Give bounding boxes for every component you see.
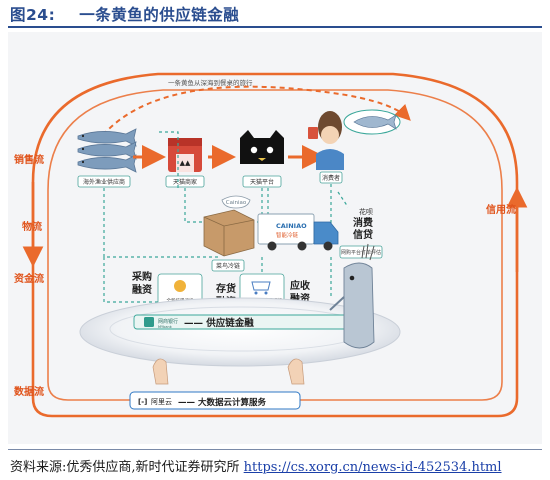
finance-procurement-2: 融资	[132, 283, 152, 296]
flow-label-logistics: 物流	[22, 220, 42, 233]
bank-logo-sub: MYbank	[158, 325, 173, 329]
hands-icon	[152, 358, 305, 385]
finance-inventory-1: 存货	[216, 282, 236, 295]
bottom-label: —— 大数据云计算服务	[178, 397, 266, 408]
box-tag: Cainiao	[226, 200, 247, 206]
aliyun-logo-bracket: [-]	[138, 398, 147, 406]
platform-box	[242, 175, 282, 188]
source-line: 资料来源:优秀供应商,新时代证券研究所 https://cs.xorg.cn/n…	[10, 456, 502, 475]
flow-label-funds: 资金流	[14, 272, 44, 285]
flow-label-sales: 销售流	[14, 153, 44, 166]
cainiao-box	[211, 259, 245, 272]
flow-label-data: 数据流	[14, 385, 44, 398]
package-box-icon: Cainiao	[203, 195, 255, 257]
source-link[interactable]: https://cs.xorg.cn/news-id-452534.html	[243, 460, 502, 475]
finance-receivable-1: 应收	[290, 279, 310, 292]
flow-label-credit: 信用流	[486, 203, 516, 216]
header-divider	[8, 26, 542, 28]
top-route-arrow	[102, 85, 411, 136]
bottom-logo-text: 阿里云	[151, 397, 172, 406]
bottom-bar	[129, 391, 301, 410]
supplier-box	[77, 175, 131, 188]
footer-divider	[8, 449, 542, 450]
truck-brand: CAINIAO	[276, 222, 307, 230]
top-route-note: 一条黄鱼从深海到餐桌的旅行	[168, 78, 253, 87]
plate-label: —— 供应链金融	[184, 317, 254, 329]
inner-arch	[47, 89, 503, 382]
fish-waiter-icon	[329, 243, 375, 349]
truck-icon: CAINIAO 智能冷链	[257, 213, 339, 251]
credit-consumer-loan-1: 消费	[353, 216, 373, 229]
merchant-box	[165, 175, 205, 188]
bank-logo-text: 网商银行	[158, 318, 178, 325]
credit-huabei: 花呗	[359, 207, 373, 216]
bank-logo-mark	[144, 317, 154, 327]
svg-text:▲▲: ▲▲	[180, 159, 191, 167]
cainiao-label: 菜鸟冷链	[216, 262, 240, 270]
outer-arch	[31, 72, 519, 418]
credit-consumer-loan-2: 信贷	[353, 228, 373, 241]
consumer-icon	[308, 111, 344, 184]
platform-label: 天猫平台	[250, 178, 274, 186]
tmall-icon	[240, 130, 284, 164]
merchant-label: 天猫商家	[173, 178, 197, 186]
figure-title: 一条黄鱼的供应链金融	[79, 6, 240, 24]
consumer-card-label: 网购平台订单评估	[341, 249, 381, 256]
source-prefix: 资料来源:优秀供应商,新时代证券研究所	[10, 460, 244, 475]
figure-label: 图24:	[10, 6, 56, 24]
fish-icon	[77, 128, 137, 173]
supplier-label: 海外渔业供应商	[83, 178, 125, 186]
supply-chain-diagram: 销售流 物流 资金流 数据流 信用流 一条黄鱼从深海到餐桌的旅行 海外渔业供应商…	[8, 32, 542, 444]
dish-icon	[343, 109, 401, 135]
finance-procurement-1: 采购	[131, 270, 152, 283]
consumer-label: 消费者	[322, 174, 340, 182]
figure-header: 图24: 一条黄鱼的供应链金融	[10, 3, 239, 25]
shop-icon: ▲▲	[168, 138, 202, 172]
truck-sub: 智能冷链	[276, 231, 299, 239]
